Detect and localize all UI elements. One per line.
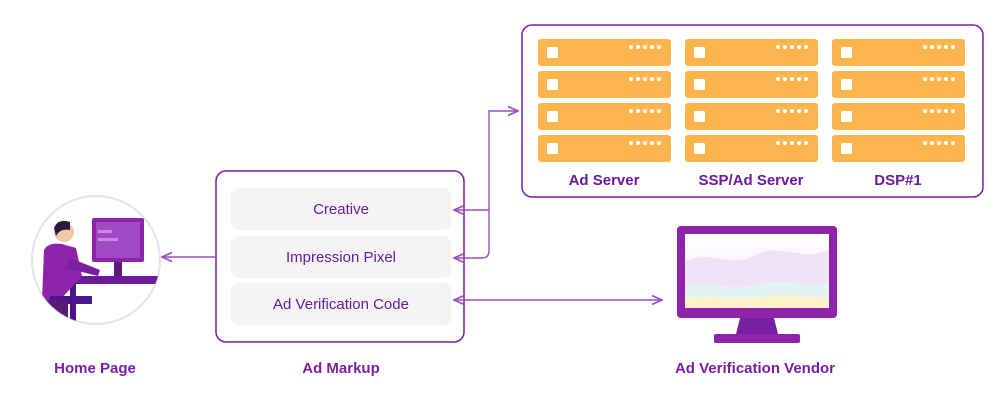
- dsp-1-label: DSP#1: [874, 172, 922, 189]
- server-unit: [832, 71, 965, 98]
- creative-item: [231, 188, 451, 230]
- server-unit: [685, 103, 818, 130]
- server-unit: [538, 103, 671, 130]
- server-unit: [685, 135, 818, 162]
- impression-pixel-label: Impression Pixel: [286, 249, 396, 266]
- server-unit: [685, 39, 818, 66]
- server-unit: [685, 71, 818, 98]
- ad-server-label: Ad Server: [569, 172, 640, 189]
- ad-verification-code-label: Ad Verification Code: [273, 296, 409, 313]
- home-page-illustration: [31, 195, 161, 325]
- server-unit: [832, 135, 965, 162]
- ad-markup-label: Ad Markup: [302, 360, 380, 377]
- ssp-ad-server-label: SSP/Ad Server: [698, 172, 803, 189]
- ad-markup-box: Creative Impression Pixel Ad Verificatio…: [215, 170, 465, 343]
- arrow-to-servers: [488, 111, 518, 210]
- server-unit: [538, 39, 671, 66]
- server-group-box: Ad Server SSP/Ad Server DSP#1: [521, 24, 984, 198]
- connectors: [162, 111, 662, 300]
- server-racks: [538, 39, 965, 162]
- server-unit: [538, 71, 671, 98]
- ad-verification-vendor-label: Ad Verification Vendor: [674, 360, 836, 377]
- vendor-monitor-icon: [677, 226, 837, 343]
- home-page-label: Home Page: [54, 360, 136, 377]
- server-unit: [832, 39, 965, 66]
- ad-verification-code-item: [231, 283, 451, 325]
- arrow-impression-pixel: [454, 210, 490, 258]
- impression-pixel-item: [231, 236, 451, 278]
- server-unit: [538, 135, 671, 162]
- creative-label: Creative: [313, 201, 369, 218]
- server-unit: [832, 103, 965, 130]
